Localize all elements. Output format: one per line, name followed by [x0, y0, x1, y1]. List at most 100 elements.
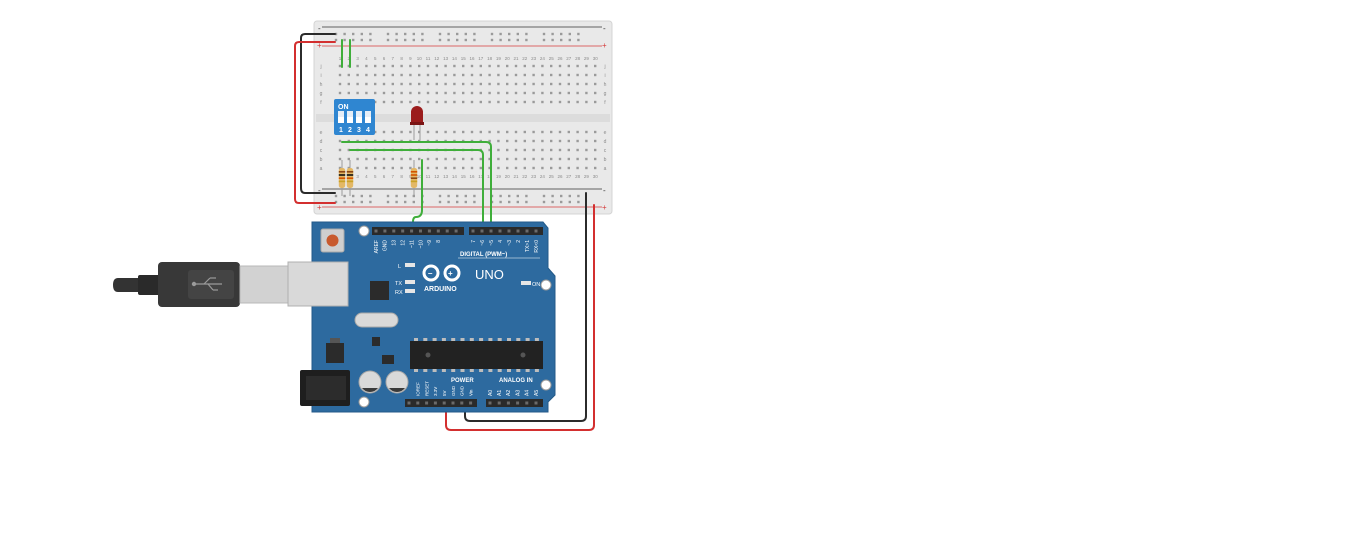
reset-button[interactable] — [326, 234, 339, 247]
hole[interactable] — [479, 82, 482, 86]
hole[interactable] — [541, 148, 544, 152]
hole[interactable] — [514, 139, 518, 143]
hole[interactable] — [550, 148, 553, 152]
hole[interactable] — [567, 100, 570, 104]
rail-hole[interactable] — [542, 194, 546, 198]
hole[interactable] — [338, 148, 342, 152]
hole[interactable] — [453, 73, 456, 77]
hole[interactable] — [409, 100, 412, 104]
rail-hole[interactable] — [551, 194, 554, 198]
rail-hole[interactable] — [360, 200, 363, 204]
hole[interactable] — [453, 82, 456, 86]
hole[interactable] — [585, 139, 588, 143]
hole[interactable] — [576, 139, 579, 143]
hole[interactable] — [488, 148, 491, 152]
rail-hole[interactable] — [560, 32, 563, 36]
hole[interactable] — [585, 100, 588, 104]
rail-hole[interactable] — [395, 32, 398, 36]
hole[interactable] — [374, 91, 377, 95]
rail-hole[interactable] — [386, 38, 390, 42]
hole[interactable] — [470, 157, 474, 161]
hole[interactable] — [558, 166, 562, 170]
hole[interactable] — [453, 100, 456, 104]
hole[interactable] — [374, 64, 377, 68]
header-pin[interactable] — [433, 401, 437, 405]
rail-hole[interactable] — [456, 38, 459, 42]
rail-hole[interactable] — [343, 194, 346, 198]
hole[interactable] — [558, 91, 562, 95]
rail-hole[interactable] — [577, 38, 580, 42]
hole[interactable] — [462, 100, 465, 104]
header-pin[interactable] — [442, 401, 446, 405]
rail-hole[interactable] — [499, 32, 502, 36]
hole[interactable] — [435, 91, 438, 95]
hole[interactable] — [541, 82, 544, 86]
hole[interactable] — [523, 130, 526, 134]
hole[interactable] — [514, 100, 518, 104]
header-pin[interactable] — [506, 401, 510, 405]
hole[interactable] — [391, 157, 394, 161]
header-pin[interactable] — [469, 401, 473, 405]
hole[interactable] — [550, 166, 553, 170]
hole[interactable] — [347, 82, 350, 86]
rail-hole[interactable] — [343, 38, 346, 42]
hole[interactable] — [382, 130, 386, 134]
hole[interactable] — [426, 91, 430, 95]
hole[interactable] — [488, 91, 491, 95]
hole[interactable] — [409, 157, 412, 161]
rail-hole[interactable] — [447, 38, 450, 42]
hole[interactable] — [453, 64, 456, 68]
header-pin[interactable] — [460, 401, 464, 405]
hole[interactable] — [558, 82, 562, 86]
resistors-switch-pulldown[interactable] — [338, 160, 354, 196]
hole[interactable] — [576, 91, 579, 95]
rail-hole[interactable] — [334, 200, 338, 204]
hole[interactable] — [462, 157, 465, 161]
hole[interactable] — [382, 166, 386, 170]
hole[interactable] — [382, 82, 386, 86]
rail-hole[interactable] — [421, 38, 424, 42]
wire-left-black[interactable] — [300, 33, 336, 194]
hole[interactable] — [470, 130, 474, 134]
hole[interactable] — [453, 130, 456, 134]
hole[interactable] — [470, 64, 474, 68]
hole[interactable] — [558, 157, 562, 161]
hole[interactable] — [418, 166, 421, 170]
hole[interactable] — [356, 64, 359, 68]
hole[interactable] — [567, 91, 570, 95]
rail-hole[interactable] — [360, 194, 363, 198]
header-pin[interactable] — [480, 229, 484, 233]
header-pin[interactable] — [383, 229, 387, 233]
hole[interactable] — [426, 157, 430, 161]
hole[interactable] — [347, 148, 350, 152]
hole[interactable] — [382, 64, 386, 68]
hole[interactable] — [585, 148, 588, 152]
header-pin[interactable] — [401, 229, 405, 233]
header-pin[interactable] — [454, 229, 458, 233]
wire-black-gnd[interactable] — [464, 192, 587, 422]
hole[interactable] — [550, 82, 553, 86]
hole[interactable] — [506, 100, 509, 104]
hole[interactable] — [532, 148, 535, 152]
header-pin[interactable] — [419, 229, 422, 233]
rail-hole[interactable] — [360, 38, 363, 42]
rail-hole[interactable] — [464, 194, 467, 198]
hole[interactable] — [532, 139, 535, 143]
hole[interactable] — [532, 82, 535, 86]
hole[interactable] — [409, 82, 412, 86]
rail-hole[interactable] — [577, 194, 580, 198]
hole[interactable] — [418, 100, 421, 104]
hole[interactable] — [444, 73, 447, 77]
hole[interactable] — [462, 130, 465, 134]
hole[interactable] — [497, 82, 500, 86]
rail-hole[interactable] — [577, 32, 580, 36]
hole[interactable] — [470, 91, 474, 95]
rail-hole[interactable] — [473, 200, 476, 204]
rail-hole[interactable] — [421, 32, 424, 36]
hole[interactable] — [418, 64, 421, 68]
hole[interactable] — [532, 100, 535, 104]
hole[interactable] — [488, 100, 491, 104]
header-pin[interactable] — [516, 401, 520, 405]
